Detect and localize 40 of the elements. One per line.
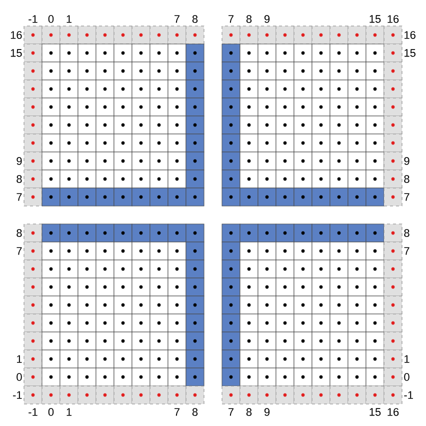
index-label: 0	[404, 373, 410, 381]
index-label: 9	[264, 15, 270, 23]
index-label: 9	[16, 157, 22, 165]
index-label: 16	[404, 31, 416, 39]
index-label: 7	[16, 193, 22, 201]
index-label: 8	[246, 15, 252, 23]
index-label: 16	[10, 31, 22, 39]
index-label: 8	[16, 175, 22, 183]
index-label: 0	[48, 15, 54, 23]
index-label: 7	[228, 408, 234, 416]
index-label: 8	[192, 408, 198, 416]
index-label: 7	[174, 408, 180, 416]
index-label: 7	[404, 193, 410, 201]
index-label: 16	[388, 15, 399, 23]
index-label: 7	[174, 15, 180, 23]
index-label: 8	[16, 229, 22, 237]
index-label: 7	[228, 15, 234, 23]
index-label: -1	[28, 15, 38, 23]
index-label: 15	[370, 408, 381, 416]
index-label: 9	[404, 157, 410, 165]
index-label: -1	[28, 408, 38, 416]
index-label: 15	[10, 49, 22, 57]
index-label: -1	[404, 391, 413, 399]
index-label: -1	[13, 391, 22, 399]
index-label: 15	[370, 15, 381, 23]
index-label: 0	[16, 373, 22, 381]
index-label: 16	[388, 408, 399, 416]
index-label: 0	[48, 408, 54, 416]
index-label: 9	[264, 408, 270, 416]
index-label: 7	[404, 247, 410, 255]
index-label: 8	[404, 229, 410, 237]
index-label: 1	[66, 15, 72, 23]
index-label: 15	[404, 49, 416, 57]
index-label: 7	[16, 247, 22, 255]
index-label: 8	[246, 408, 252, 416]
index-label: 1	[17, 355, 22, 363]
index-label: 1	[66, 408, 72, 416]
index-label: 8	[192, 15, 198, 23]
index-label: 1	[404, 355, 410, 363]
index-label: 8	[404, 175, 410, 183]
